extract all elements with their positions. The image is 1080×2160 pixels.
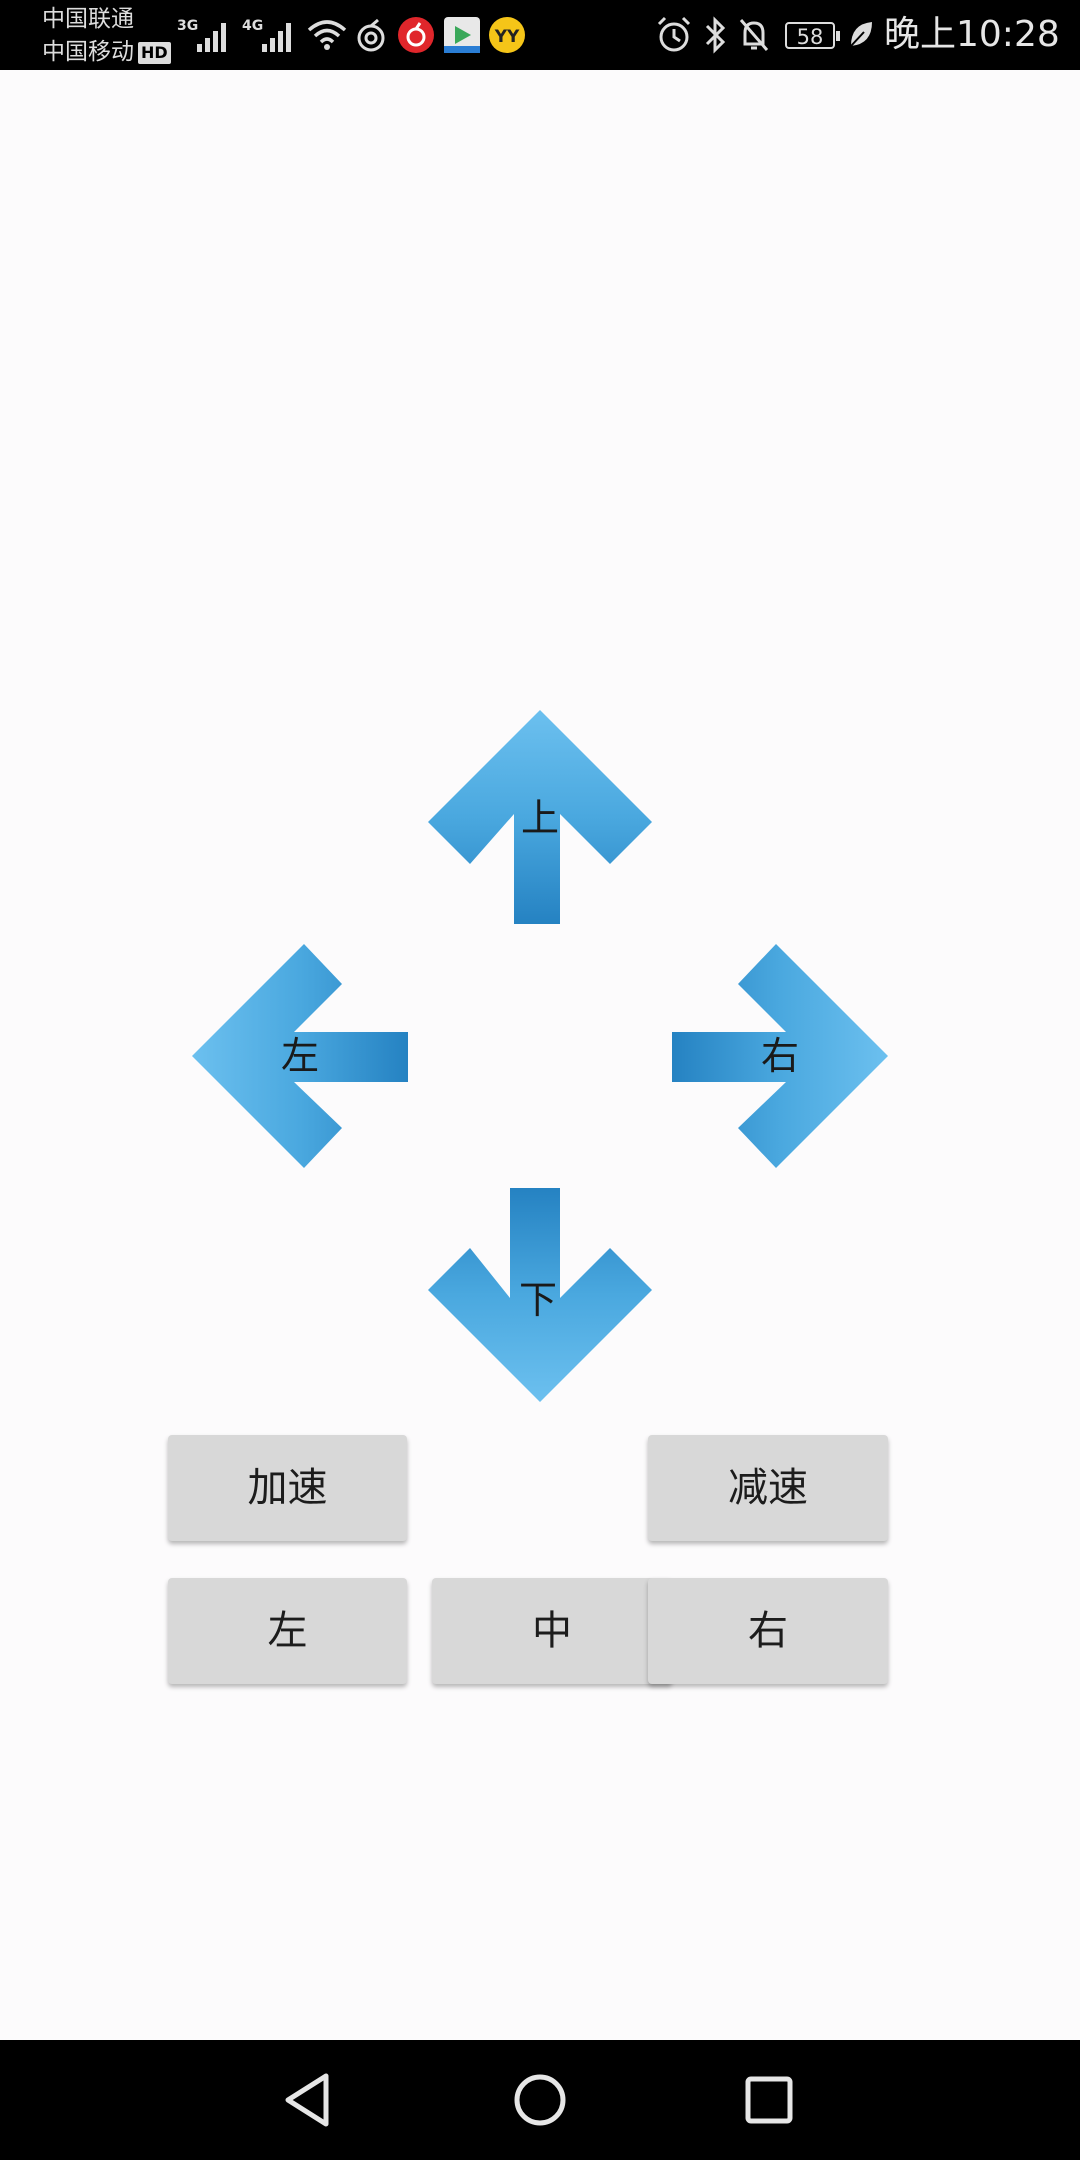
up-arrow-icon — [428, 710, 652, 924]
netease-music-icon — [398, 17, 434, 53]
back-icon — [285, 2073, 329, 2127]
recents-button[interactable] — [729, 2060, 809, 2140]
navigation-bar — [0, 2040, 1080, 2160]
down-arrow-icon — [428, 1188, 652, 1402]
right-arrow-icon — [672, 944, 888, 1168]
up-arrow-label: 上 — [520, 796, 559, 840]
alarm-icon — [657, 16, 691, 52]
leaf-icon — [850, 22, 872, 47]
down-arrow-label: 下 — [518, 1278, 557, 1322]
swirl-app-icon — [357, 18, 385, 52]
video-app-icon — [444, 17, 480, 53]
yy-icon: YY — [489, 17, 525, 53]
svg-text:YY: YY — [494, 27, 520, 47]
carrier-1: 中国联通 — [42, 6, 134, 32]
back-button[interactable] — [270, 2060, 350, 2140]
bluetooth-icon — [705, 16, 726, 54]
home-icon — [514, 2074, 566, 2126]
wifi-icon — [307, 20, 347, 50]
network-3g-label: 3G — [177, 18, 198, 34]
battery-icon: 58 — [785, 22, 840, 49]
up-arrow-button[interactable]: 上 — [426, 708, 654, 926]
right-button[interactable]: 右 — [648, 1578, 888, 1684]
accelerate-button[interactable]: 加速 — [168, 1435, 407, 1541]
down-arrow-button[interactable]: 下 — [426, 1186, 654, 1404]
left-arrow-label: 左 — [280, 1034, 319, 1078]
home-button[interactable] — [500, 2060, 580, 2140]
decelerate-button[interactable]: 减速 — [648, 1435, 888, 1541]
center-button[interactable]: 中 — [432, 1578, 672, 1684]
recents-icon — [745, 2076, 793, 2124]
left-arrow-button[interactable]: 左 — [190, 942, 410, 1170]
status-time: 晚上10:28 — [884, 14, 1060, 55]
hd-badge: HD — [138, 41, 171, 64]
mute-icon — [739, 19, 769, 51]
right-arrow-label: 右 — [760, 1034, 799, 1078]
left-arrow-icon — [192, 944, 408, 1168]
left-button[interactable]: 左 — [168, 1578, 407, 1684]
network-4g-label: 4G — [242, 18, 263, 34]
right-arrow-button[interactable]: 右 — [670, 942, 890, 1170]
signal-4g-icon: 4G — [242, 18, 291, 52]
carrier-2: 中国移动 — [42, 39, 134, 65]
signal-3g-icon: 3G — [177, 18, 226, 52]
